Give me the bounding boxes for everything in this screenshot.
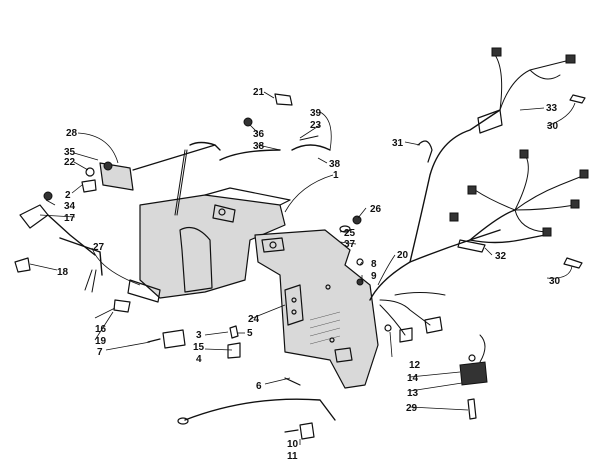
side-panel [254,229,379,389]
small-fasteners-right [339,94,586,332]
callout-11: 11 [287,451,298,462]
voltage-regulator [459,334,488,420]
callout-18: 18 [57,267,69,278]
callout-17: 17 [64,213,76,224]
callout-23: 23 [310,120,322,131]
callout-22: 22 [64,157,76,168]
lower-plate [147,325,241,359]
callout-7: 7 [97,347,103,358]
ground-cable [177,377,336,440]
callout-28: 28 [66,128,78,139]
callout-10: 10 [287,439,299,450]
callout-16: 16 [95,324,107,335]
callout-37: 37 [344,239,356,250]
wiring-harness [369,47,589,343]
console-housing [139,187,291,299]
callout-6: 6 [256,381,262,392]
callout-19: 19 [95,336,107,347]
callout-3: 3 [196,330,202,341]
small-fasteners-left [14,257,131,313]
callout-26: 26 [370,204,382,215]
callout-24: 24 [248,314,260,325]
top-cables [174,93,331,216]
callout-5: 5 [247,328,253,339]
callout-35: 35 [64,147,76,158]
callout-15: 15 [193,342,205,353]
callout-21: 21 [253,87,265,98]
leader-lines [29,91,576,445]
callout-33: 33 [546,103,558,114]
callout-27: 27 [93,242,105,253]
callout-13: 13 [407,388,419,399]
callout-20: 20 [397,250,409,261]
callout-1: 1 [333,170,339,181]
switch-bracket [81,144,216,193]
callout-25: 25 [344,228,356,239]
callout-39: 39 [310,108,322,119]
callout-32: 32 [495,251,507,262]
callout-14: 14 [407,373,419,384]
callout-30-bottom: 30 [549,276,561,287]
callout-31: 31 [392,138,404,149]
callout-2: 2 [65,190,71,201]
callout-4: 4 [196,354,202,365]
callout-38-lower: 38 [329,159,341,170]
callout-38-upper: 38 [253,141,265,152]
callout-29: 29 [406,403,418,414]
mount-bracket [127,279,161,303]
callout-9: 9 [371,271,377,282]
callout-labels: 1 2 3 4 5 6 7 8 9 10 11 12 13 14 15 16 1… [57,87,561,462]
callout-8: 8 [371,259,377,270]
callout-12: 12 [409,360,421,371]
callout-36: 36 [253,129,265,140]
ignition-switch [19,191,103,293]
callout-30-top: 30 [547,121,559,132]
callout-34: 34 [64,201,76,212]
